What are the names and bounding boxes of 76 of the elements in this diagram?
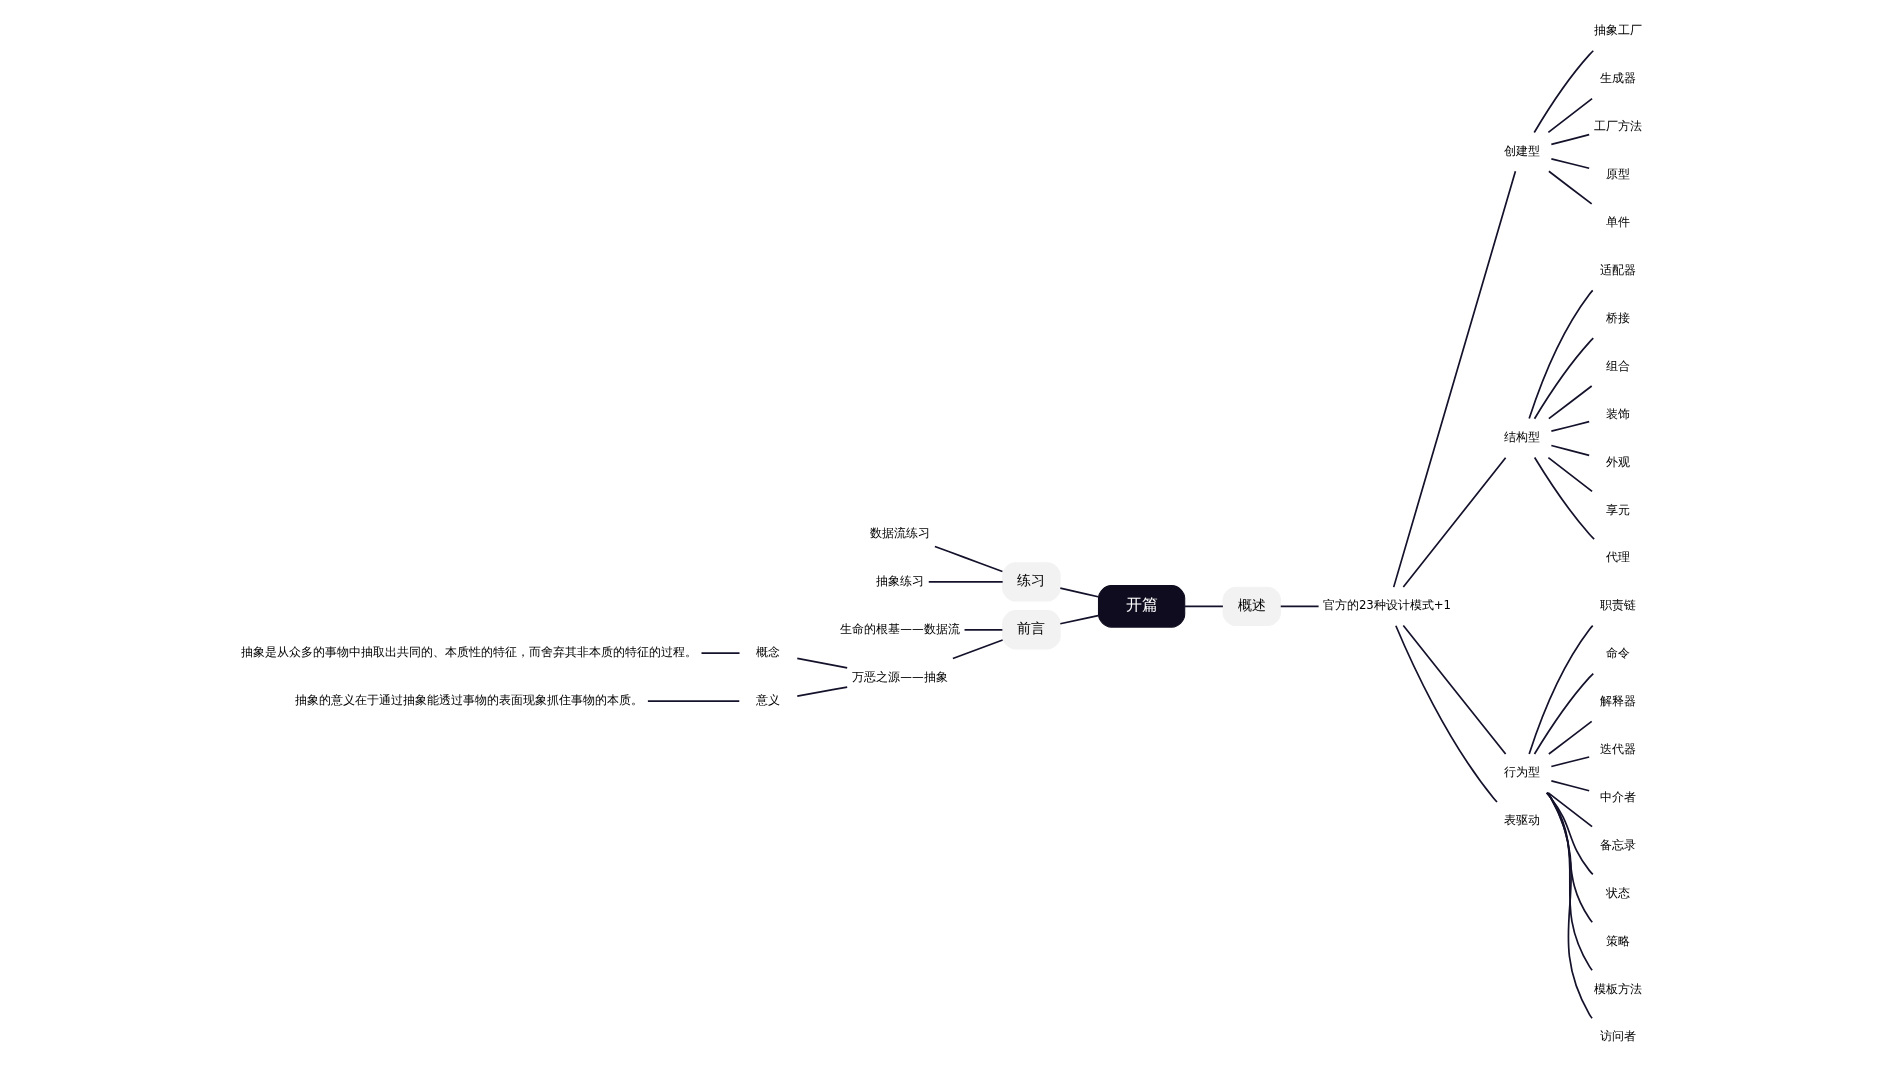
connector [1401, 624, 1506, 755]
connector [1392, 170, 1516, 588]
node-text: 组合 [1605, 358, 1630, 373]
connector [1550, 420, 1590, 432]
node-text: 创建型 [1503, 143, 1540, 158]
connector [1527, 624, 1594, 755]
connector [795, 686, 848, 697]
node-box: 前言 [1001, 610, 1061, 650]
node-text: 万恶之源——抽象 [851, 669, 948, 684]
connector [1547, 97, 1593, 134]
node-text: 中介者 [1599, 789, 1636, 804]
connector [1550, 780, 1590, 792]
connector [1058, 587, 1099, 598]
connector [1546, 791, 1593, 1020]
node-text: 生命的根基——数据流 [839, 621, 960, 636]
connector [1550, 444, 1590, 457]
node-text: 抽象是从众多的事物中抽取出共同的、本质性的特征，而舍弃其非本质的特征的过程。 [240, 645, 697, 660]
connector [1533, 337, 1594, 420]
connector [795, 657, 848, 669]
node-text: 状态 [1605, 885, 1630, 900]
connector [1533, 456, 1595, 540]
connector [963, 628, 1003, 631]
connector [1547, 720, 1593, 755]
connector [1527, 289, 1594, 420]
node-text: 桥接 [1605, 310, 1630, 325]
connector [1279, 605, 1319, 608]
node-text: 策略 [1605, 933, 1630, 948]
connector [646, 700, 740, 702]
node-text: 抽象练习 [875, 573, 924, 588]
connector [1547, 170, 1593, 205]
node-text: 访问者 [1599, 1029, 1636, 1044]
node-text: 概念 [755, 645, 780, 660]
node-text: 结构型 [1503, 430, 1540, 445]
connector [951, 639, 1003, 660]
node-box: 练习 [1001, 562, 1061, 602]
connector [1547, 792, 1593, 828]
connector [1547, 456, 1593, 493]
connector [1532, 49, 1594, 134]
connector [933, 545, 1003, 573]
connector [1533, 672, 1594, 755]
connector [1183, 605, 1224, 608]
node-text: 代理 [1605, 550, 1630, 565]
node-text: 命令 [1605, 646, 1630, 661]
node-text: 抽象的意义在于通过抽象能透过事物的表面现象抓住事物的本质。 [294, 693, 643, 708]
node-text: 迭代器 [1599, 742, 1636, 757]
node-box: 开篇 [1097, 585, 1185, 628]
node-text: 意义 [755, 693, 780, 708]
connector [1550, 756, 1590, 768]
connector [1401, 456, 1506, 588]
node-text: 享元 [1605, 502, 1630, 517]
connector [700, 652, 740, 655]
node-text: 备忘录 [1599, 837, 1636, 852]
node-text: 生成器 [1599, 71, 1636, 86]
node-text: 行为型 [1503, 765, 1540, 780]
node-text: 原型 [1605, 167, 1630, 182]
node-text: 抽象工厂 [1593, 23, 1642, 38]
node-text: 数据流练习 [869, 525, 930, 540]
connector [1547, 385, 1593, 420]
connector [1546, 792, 1593, 972]
node-text: 解释器 [1599, 694, 1636, 709]
node-text: 职责链 [1599, 598, 1636, 613]
node-text: 模板方法 [1593, 981, 1642, 996]
connector [1550, 133, 1590, 146]
node-box: 概述 [1222, 586, 1281, 627]
connector [1550, 157, 1590, 170]
connector [1545, 791, 1593, 924]
node-text: 表驱动 [1503, 813, 1540, 828]
connector [1394, 624, 1498, 803]
node-text: 外观 [1605, 454, 1630, 469]
node-text: 官方的23种设计模式+1 [1322, 598, 1451, 613]
node-text: 装饰 [1605, 406, 1630, 421]
node-text: 适配器 [1599, 263, 1636, 277]
node-text: 单件 [1605, 215, 1630, 230]
connector [1058, 614, 1099, 625]
connector [927, 581, 1003, 583]
node-text: 工厂方法 [1593, 119, 1642, 134]
